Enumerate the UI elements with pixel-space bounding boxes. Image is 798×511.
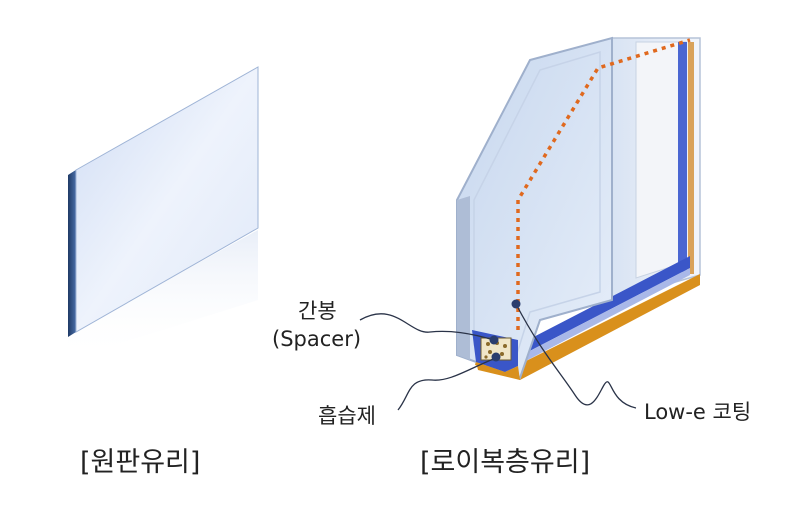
spacer-leader <box>359 313 495 341</box>
single-pane-glass <box>68 66 259 360</box>
desiccant-leader <box>397 357 497 411</box>
spacer-label-ko: 간봉 <box>298 299 337 323</box>
double-glazed-unit <box>456 36 701 380</box>
desiccant-label: 흡습제 <box>318 404 376 428</box>
single-pane-face <box>75 66 259 333</box>
double-glazed-caption: [로이복층유리] <box>420 447 591 478</box>
lowe-marker <box>511 299 521 309</box>
right-spacer-orange <box>688 42 694 274</box>
spacer-marker <box>489 335 499 345</box>
single-pane-caption: [원판유리] <box>80 447 201 478</box>
single-pane-edge <box>68 170 76 337</box>
lowe-leader <box>515 303 637 409</box>
front-pane-edge <box>457 196 470 360</box>
single-pane-reflection <box>68 230 258 360</box>
spacer-label-en: (Spacer) <box>272 327 362 351</box>
bottom-light-strip <box>520 268 690 364</box>
lowe-coating-line <box>516 38 691 330</box>
right-spacer-blue <box>678 42 687 272</box>
lowe-label: Low-e 코팅 <box>644 400 752 424</box>
desiccant-marker <box>491 352 501 362</box>
spacer-orange-foot <box>476 362 520 380</box>
callout-leaders <box>359 303 637 411</box>
